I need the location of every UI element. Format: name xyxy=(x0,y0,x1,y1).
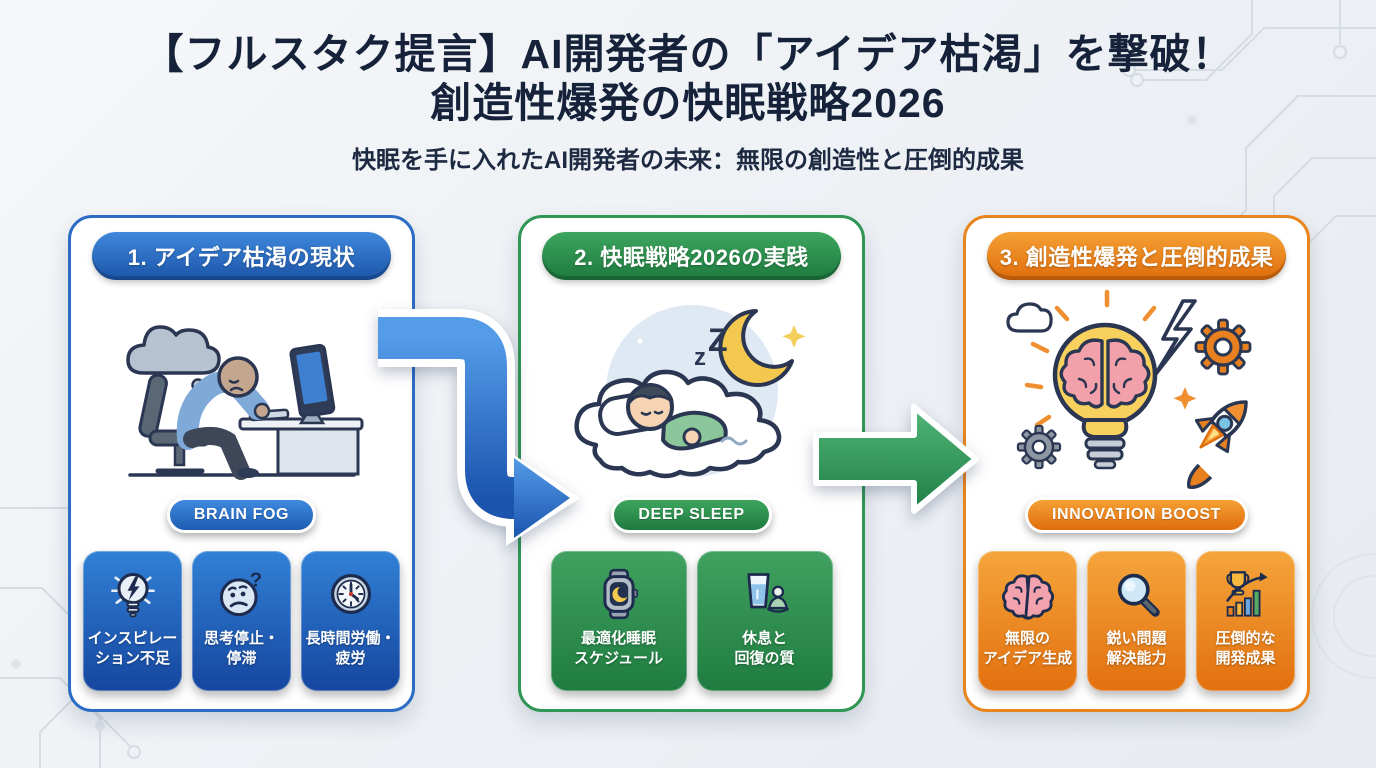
broken-lightbulb-icon xyxy=(107,559,159,629)
worried-face-icon: ? xyxy=(216,559,268,629)
card3-illustration-area xyxy=(981,280,1292,497)
card-sleep-strategy: 2. 快眠戦略2026の実践 z Z DE xyxy=(518,215,865,712)
card3-status-badge: INNOVATION BOOST xyxy=(1024,497,1248,533)
card1-title-banner: 1. アイデア枯渇の現状 xyxy=(92,232,391,280)
header: 【フルスタク提言】AI開発者の「アイデア枯渇」を撃破！創造性爆発の快眠戦略202… xyxy=(0,30,1376,175)
tile-label: 圧倒的な開発成果 xyxy=(1215,630,1276,667)
card2-tiles: 最適化睡眠スケジュール 休息と回復の質 xyxy=(550,551,833,691)
tile-label: 長時間労働・疲労 xyxy=(305,630,396,667)
smartwatch-sleep-icon xyxy=(593,559,645,629)
tile-inspiration-shortage: インスピレーション不足 xyxy=(83,551,182,691)
tile-label: インスピレーション不足 xyxy=(87,630,178,667)
card2-status-badge: DEEP SLEEP xyxy=(611,497,772,533)
tile-label: 無限のアイデア生成 xyxy=(982,630,1073,667)
burned-out-developer-illustration xyxy=(125,324,363,480)
sleeping-on-cloud-illustration: z Z xyxy=(573,304,805,478)
card1-status-badge: BRAIN FOG xyxy=(166,497,317,533)
card-idea-depletion: 1. アイデア枯渇の現状 xyxy=(68,215,415,712)
tile-label: 休息と回復の質 xyxy=(734,630,795,667)
magnifier-icon xyxy=(1111,559,1163,629)
page-subtitle: 快眠を手に入れたAI開発者の未来：無限の創造性と圧倒的成果 xyxy=(352,147,1024,175)
tile-problem-solving: 鋭い問題解決能力 xyxy=(1087,551,1186,691)
tile-label: 鋭い問題解決能力 xyxy=(1106,630,1167,667)
trophy-chart-icon xyxy=(1220,559,1272,629)
flow-arrow-step2-to-step3-icon xyxy=(813,404,979,514)
card2-title-banner: 2. 快眠戦略2026の実践 xyxy=(542,232,841,280)
card2-illustration-area: z Z xyxy=(536,280,847,497)
hydration-meditation-icon xyxy=(739,559,791,629)
tile-sleep-schedule: 最適化睡眠スケジュール xyxy=(550,551,687,691)
tile-label: 最適化睡眠スケジュール xyxy=(574,630,663,667)
brain-icon xyxy=(1001,559,1054,629)
svg-text:?: ? xyxy=(249,568,262,591)
clock-icon xyxy=(325,559,377,629)
card-creative-results: 3. 創造性爆発と圧倒的成果 xyxy=(963,215,1310,712)
title-line-2: 創造性爆発の快眠戦略2026 xyxy=(430,80,946,127)
idea-brain-rocket-illustration xyxy=(1005,289,1251,489)
card3-tiles: 無限のアイデア生成 鋭い問題解決能力 xyxy=(978,551,1295,691)
card3-title-banner: 3. 創造性爆発と圧倒的成果 xyxy=(987,232,1286,280)
title-line-1: 【フルスタク提言】AI開発者の「アイデア枯渇」を撃破！ xyxy=(142,31,1234,77)
tile-overwork-fatigue: 長時間労働・疲労 xyxy=(301,551,400,691)
tile-idea-generation: 無限のアイデア生成 xyxy=(978,551,1077,691)
page-title: 【フルスタク提言】AI開発者の「アイデア枯渇」を撃破！創造性爆発の快眠戦略202… xyxy=(0,30,1376,128)
tile-label: 思考停止・停滞 xyxy=(203,630,279,667)
flow-arrow-step1-to-step2-icon xyxy=(378,309,580,546)
card1-illustration-area xyxy=(86,280,397,497)
tile-dev-results: 圧倒的な開発成果 xyxy=(1196,551,1295,691)
svg-text:z: z xyxy=(694,344,706,371)
tile-rest-recovery: 休息と回復の質 xyxy=(696,551,833,691)
tile-thought-stop: ? 思考停止・停滞 xyxy=(192,551,291,691)
card1-tiles: インスピレーション不足 ? 思考停止・停滞 xyxy=(83,551,400,691)
svg-text:Z: Z xyxy=(708,322,728,358)
